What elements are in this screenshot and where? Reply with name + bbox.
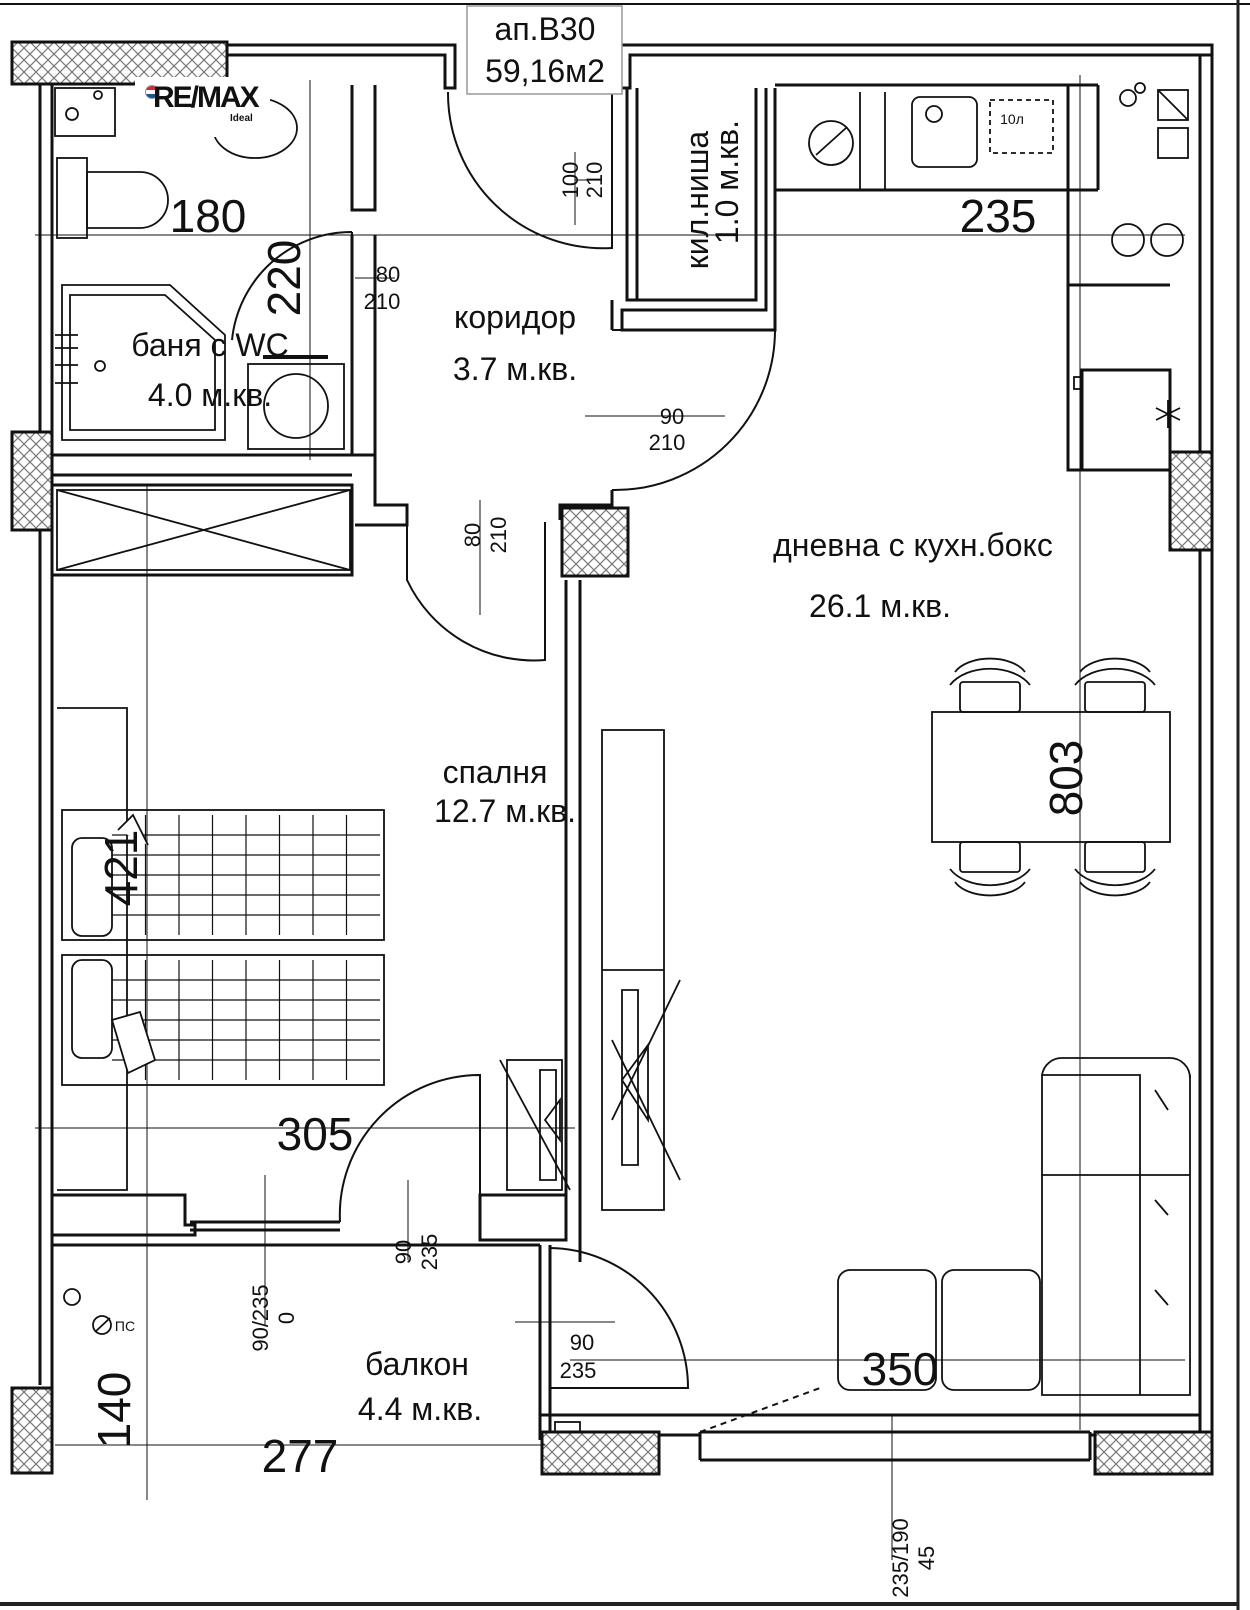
sofa [837, 1057, 1191, 1396]
unit-badge: ап.В30 59,16м2 [466, 5, 623, 95]
door-entry-width: 100 [558, 162, 583, 199]
door-living-balcony-width: 90 [570, 1330, 594, 1355]
dining-table [931, 711, 1171, 843]
dim-bath-width: 180 [170, 190, 247, 242]
room-bedroom-name: спалня [443, 754, 548, 790]
tv-units [499, 729, 681, 1211]
sink-cabinet [54, 87, 116, 137]
door-bedroom-height: 210 [486, 517, 511, 554]
room-corridor-name: коридор [454, 299, 576, 335]
room-bathroom-area: 4.0 м.кв. [148, 377, 272, 413]
boiler [989, 99, 1054, 154]
balcony-fixtures [63, 1288, 581, 1433]
dim-bath-depth: 220 [258, 240, 310, 317]
door-living-width: 90 [660, 404, 684, 429]
room-corridor-area: 3.7 м.кв. [453, 351, 577, 387]
door-bath-width: 80 [376, 262, 400, 287]
bed-1-grid [112, 815, 380, 935]
walls [12, 43, 1214, 1462]
room-storage-area: 1.0 м.кв. [709, 120, 745, 244]
wardrobe [56, 489, 351, 571]
dim-balcony-width: 277 [262, 1430, 339, 1482]
bedroom-tv-cabinet [506, 1059, 563, 1191]
toilet-bowl [86, 171, 169, 229]
door-labels: 100 210 80 210 90 210 80 210 90 235 90 2… [115, 111, 1024, 1598]
door-entry-height: 210 [582, 162, 607, 199]
balloon-icon [145, 85, 159, 99]
structural-columns [10, 40, 1214, 1476]
door-bed-balcony-height: 235 [417, 1234, 442, 1271]
logo-brand: RE/MAX [153, 81, 260, 114]
door-bath-height: 210 [364, 289, 401, 314]
balcony-window-height: 0 [274, 1312, 299, 1324]
washing-machine [247, 363, 345, 450]
room-living-area: 26.1 м.кв. [809, 588, 951, 624]
bedroom-furniture [56, 489, 385, 1191]
remax-logo: RE/MAX Ideal [135, 77, 270, 137]
dimension-lines [35, 75, 1185, 1560]
kitchen-fixtures [808, 82, 1189, 428]
unit-number: ап.В30 [495, 11, 596, 47]
kitchen-sink [911, 96, 978, 168]
unit-area: 59,16м2 [485, 53, 605, 89]
living-window-height: 45 [914, 1546, 939, 1570]
door-bed-balcony-width: 90 [391, 1240, 416, 1264]
gas-valve [92, 1315, 112, 1335]
room-bathroom-name: баня с WC [131, 327, 288, 363]
dim-bedroom-width: 305 [277, 1108, 354, 1160]
room-bedroom-area: 12.7 м.кв. [434, 793, 576, 829]
dim-bedroom-depth: 421 [95, 830, 147, 907]
dimension-labels: 180 220 235 803 421 305 350 140 277 [88, 190, 1092, 1482]
bed-2-grid [112, 960, 380, 1080]
bed-2 [61, 954, 385, 1086]
toilet-tank [56, 157, 88, 239]
dim-balcony-depth: 140 [88, 1372, 140, 1449]
bathroom-fixtures [54, 87, 345, 450]
meter-box [1157, 89, 1189, 121]
door-living-balcony-height: 235 [560, 1358, 597, 1383]
room-storage-name: кил.ниша [679, 131, 715, 270]
room-balcony-name: балкон [365, 1346, 469, 1382]
balcony-window-width: 90/235 [248, 1284, 273, 1351]
door-bedroom-width: 80 [460, 523, 485, 547]
gas-label: ПС [115, 1318, 135, 1334]
shower-tray [61, 284, 226, 441]
boiler-label: 10л [1000, 111, 1024, 127]
bed-1 [61, 809, 385, 941]
dim-kitchen-width: 235 [960, 190, 1037, 242]
living-window-width: 235/190 [888, 1518, 913, 1598]
door-swings [231, 91, 821, 1433]
room-labels: баня с WC 4.0 м.кв. коридор 3.7 м.кв. ки… [131, 120, 1053, 1427]
room-living-name: дневна с кухн.бокс [773, 527, 1053, 563]
dim-living-depth: 803 [1040, 740, 1092, 817]
hob [808, 120, 854, 166]
room-balcony-area: 4.4 м.кв. [358, 1391, 482, 1427]
dim-living-width: 350 [862, 1343, 939, 1395]
bed-pillows [71, 813, 157, 1075]
bedside-cabinet [57, 707, 128, 1191]
door-living-height: 210 [649, 430, 686, 455]
logo-sub: Ideal [230, 113, 253, 124]
dining-set [931, 657, 1171, 897]
